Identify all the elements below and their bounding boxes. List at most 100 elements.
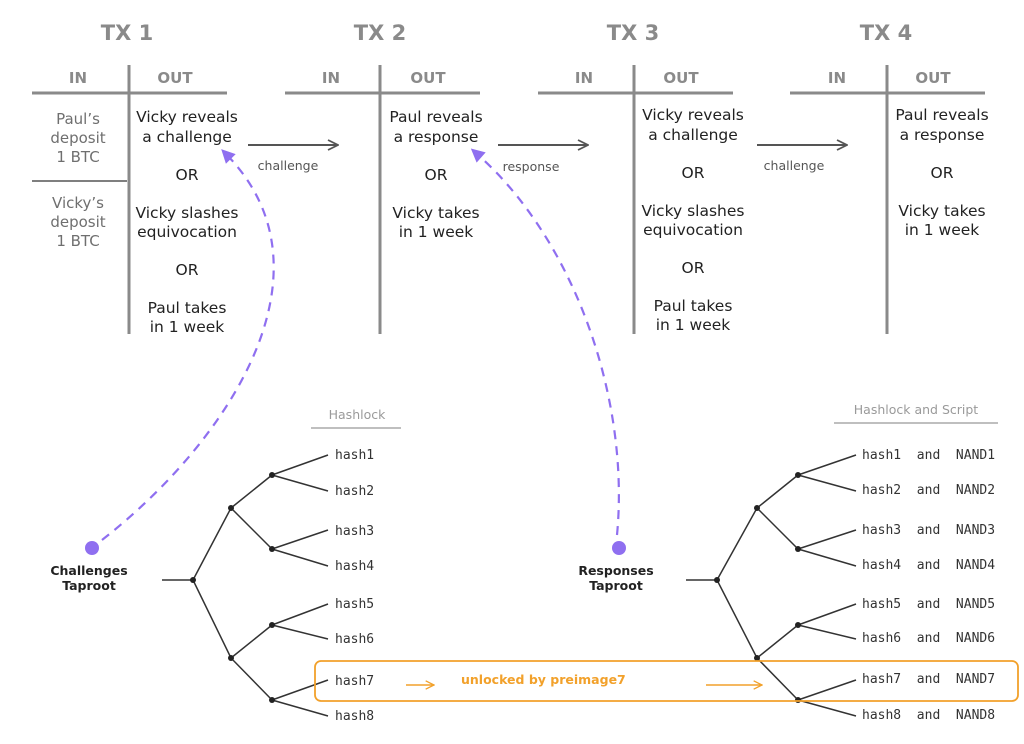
tree-leaf-hash2-nand2: hash2 and NAND2	[862, 483, 995, 498]
output-line: in 1 week	[656, 316, 731, 334]
tree-leaf-hash3: hash3	[335, 524, 374, 539]
challenges-to-tx1-dashed-arrow	[101, 149, 275, 541]
tree-node	[754, 655, 760, 661]
tx-2-outputs: Paul reveals a response OR Vicky takes i…	[389, 108, 482, 241]
output-line: Vicky slashes	[135, 204, 238, 222]
tree-leaf-hash1: hash1	[335, 448, 374, 463]
tree-leaf-hash4: hash4	[335, 559, 374, 574]
output-line: a response	[900, 126, 985, 144]
tree-leaf-hash3-nand3: hash3 and NAND3	[862, 523, 995, 538]
tree-leaf-hash7-nand7: hash7 and NAND7	[862, 672, 995, 687]
tree-edges	[716, 454, 857, 717]
input-line: 1 BTC	[56, 148, 99, 166]
challenges-tree: Hashlock hash1 hash2 hash3 hash4 hash5 h…	[50, 407, 401, 724]
tx-1-outputs: Vicky reveals a challenge OR Vicky slash…	[135, 108, 238, 336]
tree-node	[714, 577, 720, 583]
output-line: in 1 week	[399, 223, 474, 241]
tx-1-input-paul-deposit: Paul’s deposit 1 BTC	[50, 110, 105, 166]
output-line: a challenge	[142, 128, 232, 146]
output-line: in 1 week	[905, 221, 980, 239]
output-or: OR	[425, 166, 448, 184]
output-line: Paul takes	[148, 299, 227, 317]
tx-arrows: challenge response challenge	[248, 145, 847, 174]
tree-node	[190, 577, 196, 583]
tx-1-out-header: OUT	[157, 69, 193, 87]
output-or: OR	[176, 261, 199, 279]
tx-3-title: TX 3	[607, 21, 659, 45]
tx-1-in-header: IN	[69, 69, 87, 87]
challenges-taproot-dot	[85, 541, 99, 555]
responses-to-tx2-dashed-arrow	[470, 148, 620, 536]
tree-leaf-hash5-nand5: hash5 and NAND5	[862, 597, 995, 612]
arrow-label-challenge: challenge	[764, 158, 825, 173]
tx-2-title: TX 2	[354, 21, 406, 45]
output-line: a response	[394, 128, 479, 146]
output-line: equivocation	[137, 223, 237, 241]
output-or: OR	[176, 166, 199, 184]
output-line: Vicky slashes	[641, 202, 744, 220]
responses-taproot-label: Taproot	[589, 578, 643, 593]
tree-leaf-hash8: hash8	[335, 709, 374, 724]
arrow-label-response: response	[503, 159, 560, 174]
tree-node	[269, 546, 275, 552]
tree-node	[269, 622, 275, 628]
output-line: Paul reveals	[895, 106, 988, 124]
hash7-highlight-box	[314, 660, 1019, 702]
output-line: Vicky takes	[392, 204, 479, 222]
tree-leaf-hash8-nand8: hash8 and NAND8	[862, 708, 995, 723]
tree-node	[269, 697, 275, 703]
tree-node	[754, 505, 760, 511]
tx-3: TX 3 IN OUT Vicky reveals a challenge OR…	[538, 21, 745, 334]
tree-leaf-hash1-nand1: hash1 and NAND1	[862, 448, 995, 463]
input-line: Vicky’s	[52, 194, 104, 212]
tree-header-hashlock-and-script: Hashlock and Script	[854, 402, 979, 417]
responses-taproot-label: Responses	[578, 563, 653, 578]
responses-tree: Hashlock and Script hash1 and NAND1 hash…	[578, 402, 998, 723]
tree-leaf-hash6: hash6	[335, 632, 374, 647]
tx-4-out-header: OUT	[915, 69, 951, 87]
challenges-taproot-label: Taproot	[62, 578, 116, 593]
tx-1-input-vicky-deposit: Vicky’s deposit 1 BTC	[50, 194, 105, 250]
input-line: 1 BTC	[56, 232, 99, 250]
tree-node	[795, 622, 801, 628]
responses-taproot-dot	[612, 541, 626, 555]
tree-node	[795, 697, 801, 703]
output-line: Vicky takes	[898, 202, 985, 220]
tx-4: TX 4 IN OUT Paul reveals a response OR V…	[790, 21, 989, 334]
tree-leaf-hash7: hash7	[335, 674, 374, 689]
tx-2-in-header: IN	[322, 69, 340, 87]
arrow-label-challenge: challenge	[258, 158, 319, 173]
output-or: OR	[682, 164, 705, 182]
tx-3-outputs: Vicky reveals a challenge OR Vicky slash…	[641, 106, 744, 334]
tree-node	[228, 505, 234, 511]
output-line: Paul takes	[654, 297, 733, 315]
tree-node	[228, 655, 234, 661]
output-line: a challenge	[648, 126, 738, 144]
preimage-highlight: unlocked by preimage7	[314, 660, 1019, 702]
unlocked-by-preimage-label: unlocked by preimage7	[461, 672, 626, 687]
tx-2-out-header: OUT	[410, 69, 446, 87]
tx-4-title: TX 4	[860, 21, 912, 45]
output-line: Vicky reveals	[642, 106, 744, 124]
input-line: deposit	[50, 213, 105, 231]
tx-4-in-header: IN	[828, 69, 846, 87]
input-line: Paul’s	[56, 110, 100, 128]
tx-3-in-header: IN	[575, 69, 593, 87]
tree-node	[269, 472, 275, 478]
output-or: OR	[931, 164, 954, 182]
input-line: deposit	[50, 129, 105, 147]
tx-2: TX 2 IN OUT Paul reveals a response OR V…	[285, 21, 483, 334]
output-or: OR	[682, 259, 705, 277]
tree-edges	[192, 454, 329, 717]
tx-1: TX 1 IN OUT Paul’s deposit 1 BTC Vicky’s…	[32, 21, 239, 336]
tx-1-title: TX 1	[101, 21, 153, 45]
output-line: Vicky reveals	[136, 108, 238, 126]
tree-leaf-hash4-nand4: hash4 and NAND4	[862, 558, 995, 573]
tx-4-outputs: Paul reveals a response OR Vicky takes i…	[895, 106, 988, 239]
tx-3-out-header: OUT	[663, 69, 699, 87]
tree-leaf-hash5: hash5	[335, 597, 374, 612]
output-line: in 1 week	[150, 318, 225, 336]
tree-header-hashlock: Hashlock	[329, 407, 386, 422]
tree-leaf-hash6-nand6: hash6 and NAND6	[862, 631, 995, 646]
